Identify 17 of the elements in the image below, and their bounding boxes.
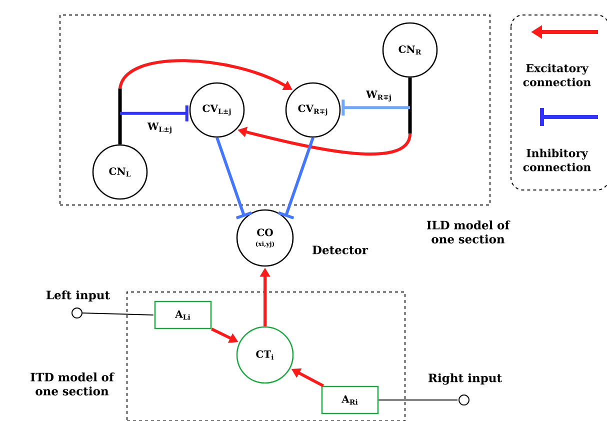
legend-text: Inhibitory connection (523, 148, 591, 172)
frame-title: ITD model of one section (30, 372, 114, 396)
inhibitory-connector (278, 137, 314, 220)
node-caption: Right input (428, 373, 502, 385)
node-caption: Left input (46, 290, 110, 302)
edge-label: W$_{L±j}$ (146, 122, 174, 134)
legend-text: Excitatory connection (523, 64, 591, 86)
process-box: A$_{Ri}$ (321, 386, 379, 414)
input-terminal (458, 394, 470, 406)
frame-title: ILD model of one section (426, 220, 510, 244)
input-terminal (72, 308, 82, 318)
process-box: A$_{Li}$ (154, 300, 212, 330)
connector-line (82, 312, 154, 316)
inhibitory-connector (216, 137, 252, 220)
inhibitory-connector (120, 105, 188, 122)
inhibitory-connector (342, 100, 410, 116)
node-caption: Detector (312, 246, 368, 254)
